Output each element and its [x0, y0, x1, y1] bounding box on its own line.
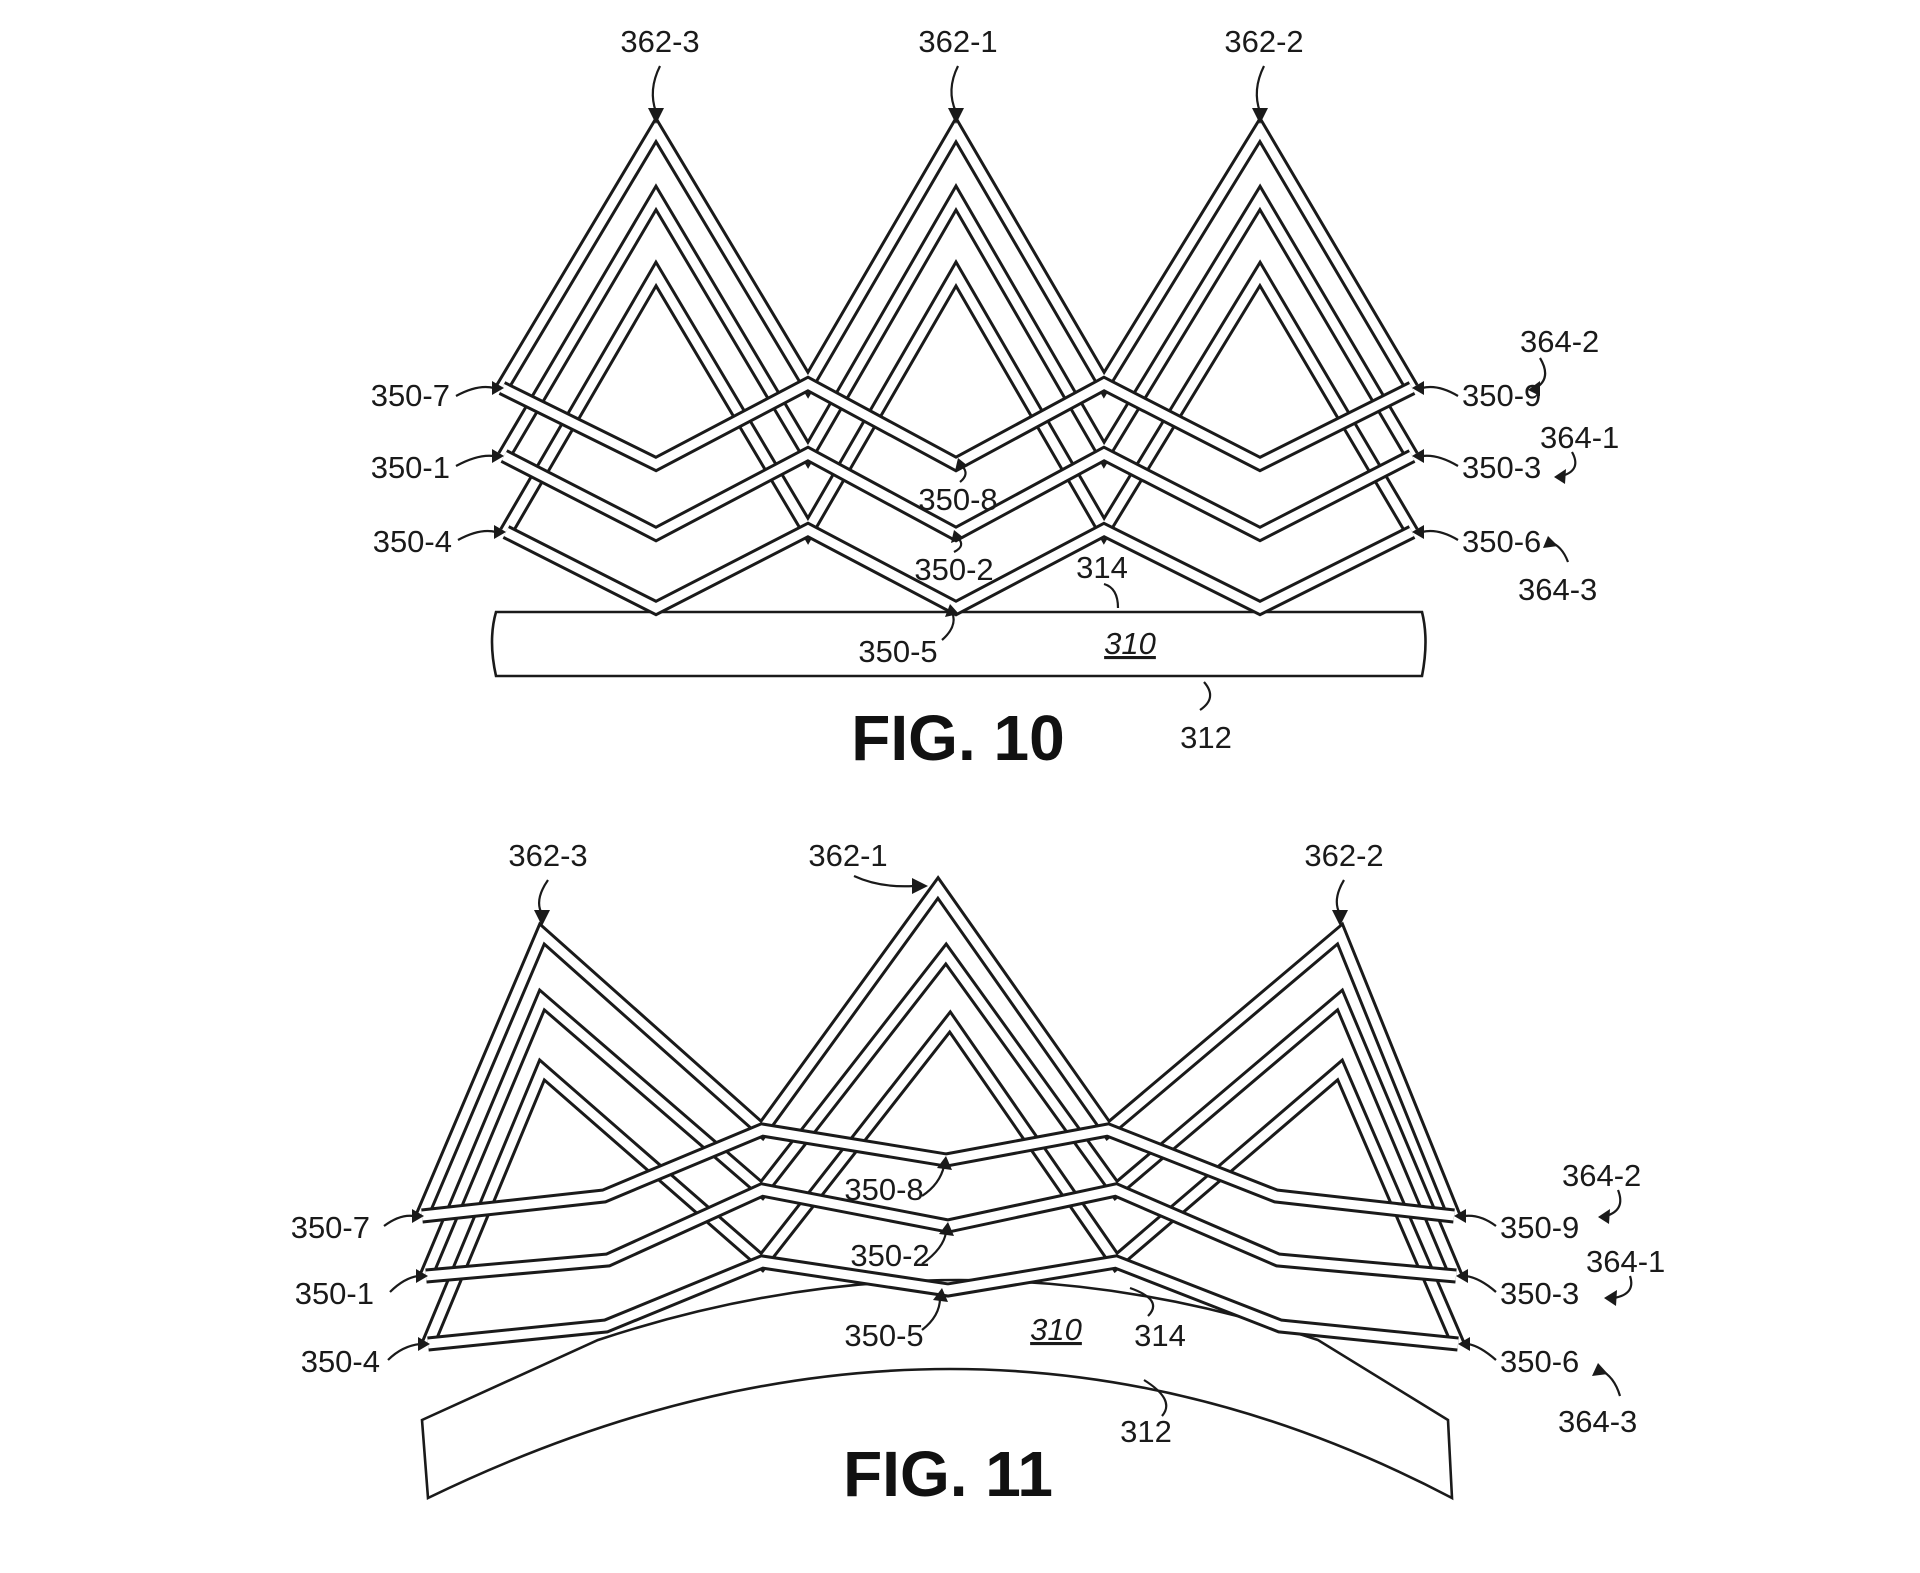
fig10-label-350-5: 350-5	[858, 634, 937, 669]
fig10-label-362-3: 362-3	[620, 24, 699, 59]
fig11-label-312: 312	[1120, 1414, 1172, 1449]
figure-10: 362-3 362-1 362-2 350-7 350-1 350-4 350-…	[371, 24, 1620, 774]
fig10-label-364-1: 364-1	[1540, 420, 1619, 455]
fig11-label-314: 314	[1134, 1318, 1186, 1353]
fig10-label-350-6: 350-6	[1462, 524, 1541, 559]
fig11-label-310: 310	[1030, 1312, 1082, 1347]
fig10-label-310: 310	[1104, 626, 1156, 661]
fig11-label-350-1: 350-1	[295, 1276, 374, 1311]
fig10-label-350-7: 350-7	[371, 378, 450, 413]
fig11-label-364-3: 364-3	[1558, 1404, 1637, 1439]
fig11-label-362-3: 362-3	[508, 838, 587, 873]
fig10-label-350-2: 350-2	[914, 552, 993, 587]
fig11-label-350-8: 350-8	[844, 1172, 923, 1207]
fig11-leaders	[383, 875, 1633, 1417]
fig10-caption: FIG. 10	[851, 702, 1064, 774]
fig11-label-364-2: 364-2	[1562, 1158, 1641, 1193]
fig11-label-350-3: 350-3	[1500, 1276, 1579, 1311]
fig11-label-362-1: 362-1	[808, 838, 887, 873]
fig11-label-350-4: 350-4	[301, 1344, 380, 1379]
fig10-label-350-3: 350-3	[1462, 450, 1541, 485]
fig10-label-364-2: 364-2	[1520, 324, 1599, 359]
fig10-label-314: 314	[1076, 550, 1128, 585]
fig11-label-350-2: 350-2	[850, 1238, 929, 1273]
fig11-label-364-1: 364-1	[1586, 1244, 1665, 1279]
fig10-leaders	[455, 65, 1577, 711]
fig11-label-350-5: 350-5	[844, 1318, 923, 1353]
fig10-label-362-2: 362-2	[1224, 24, 1303, 59]
fig11-label-350-9: 350-9	[1500, 1210, 1579, 1245]
fig11-label-350-7: 350-7	[291, 1210, 370, 1245]
fig11-label-362-2: 362-2	[1304, 838, 1383, 873]
fig11-caption: FIG. 11	[843, 1438, 1053, 1510]
fig10-label-312: 312	[1180, 720, 1232, 755]
fig10-label-350-8: 350-8	[918, 482, 997, 517]
fig11-lattice	[415, 875, 1465, 1352]
fig11-label-350-6: 350-6	[1500, 1344, 1579, 1379]
figure-11: 362-3 362-1 362-2 350-7 350-1 350-4 350-…	[291, 838, 1666, 1510]
fig10-label-364-3: 364-3	[1518, 572, 1597, 607]
fig10-label-350-4: 350-4	[373, 524, 452, 559]
fig10-label-350-1: 350-1	[371, 450, 450, 485]
fig10-label-350-9: 350-9	[1462, 378, 1541, 413]
fig10-label-362-1: 362-1	[918, 24, 997, 59]
fig10-substrate	[490, 610, 1427, 678]
